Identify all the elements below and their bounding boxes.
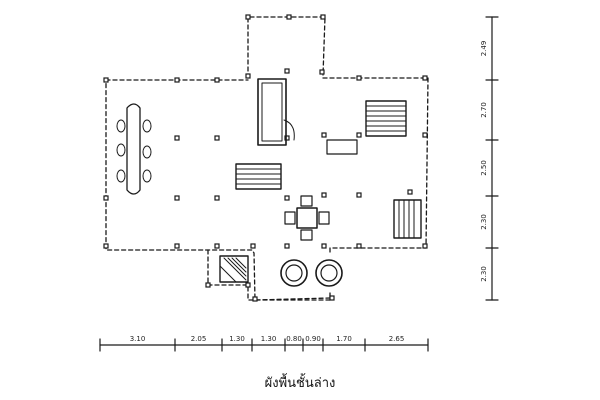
slatted-bench-center bbox=[235, 163, 282, 190]
table-with-chairs bbox=[284, 195, 330, 241]
post bbox=[422, 75, 428, 81]
post bbox=[250, 243, 256, 249]
post bbox=[214, 135, 220, 141]
post bbox=[252, 296, 258, 302]
dimension-label: 1.30 bbox=[261, 335, 277, 343]
post bbox=[174, 195, 180, 201]
post bbox=[174, 135, 180, 141]
round-seats bbox=[280, 259, 343, 287]
dimension-label: 2.65 bbox=[389, 335, 405, 343]
post bbox=[319, 69, 325, 75]
post bbox=[422, 132, 428, 138]
post bbox=[286, 14, 292, 20]
dimension-label: 3.10 bbox=[130, 335, 146, 343]
post bbox=[103, 195, 109, 201]
dimension-label: 1.30 bbox=[229, 335, 245, 343]
right-dimension-line: 2.49 2.70 2.50 2.30 2.30 bbox=[480, 16, 499, 301]
dimension-label: 2.49 bbox=[480, 41, 488, 57]
structural-posts bbox=[103, 14, 428, 302]
post bbox=[356, 192, 362, 198]
dimension-label: 2.05 bbox=[191, 335, 207, 343]
small-counter bbox=[326, 139, 358, 155]
post bbox=[103, 243, 109, 249]
drawing-caption: ผังพื้นชั้นล่าง bbox=[264, 376, 336, 391]
post bbox=[321, 132, 327, 138]
dining-table bbox=[116, 103, 152, 195]
post bbox=[356, 132, 362, 138]
post bbox=[320, 14, 326, 20]
dimension-label: 2.30 bbox=[480, 266, 488, 282]
post bbox=[205, 282, 211, 288]
dimension-label: 0.80 bbox=[286, 335, 302, 343]
post bbox=[245, 73, 251, 79]
post bbox=[284, 68, 290, 74]
post bbox=[284, 135, 290, 141]
post bbox=[103, 77, 109, 83]
post bbox=[321, 243, 327, 249]
post bbox=[245, 282, 251, 288]
dimension-label: 2.50 bbox=[480, 160, 488, 176]
post bbox=[214, 195, 220, 201]
post bbox=[174, 77, 180, 83]
post bbox=[407, 189, 413, 195]
entry-stair bbox=[219, 255, 249, 283]
post bbox=[284, 243, 290, 249]
post bbox=[422, 243, 428, 249]
post bbox=[284, 195, 290, 201]
slatted-bench-right bbox=[393, 199, 422, 239]
post bbox=[321, 192, 327, 198]
post bbox=[214, 243, 220, 249]
post bbox=[356, 243, 362, 249]
dimension-label: 2.30 bbox=[480, 214, 488, 230]
post bbox=[174, 243, 180, 249]
post bbox=[214, 77, 220, 83]
post bbox=[245, 14, 251, 20]
post bbox=[329, 295, 335, 301]
slatted-bench-top-right bbox=[365, 100, 407, 137]
dimension-label: 0.90 bbox=[305, 335, 321, 343]
post bbox=[356, 75, 362, 81]
storage-room bbox=[257, 78, 295, 146]
dimension-label: 1.70 bbox=[336, 335, 352, 343]
dimension-label: 2.70 bbox=[480, 102, 488, 118]
